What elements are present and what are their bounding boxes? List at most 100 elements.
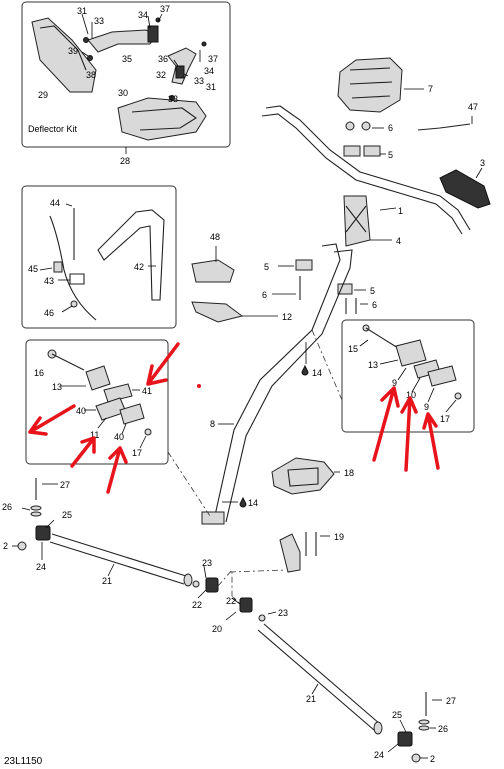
callout-5a: 5 bbox=[388, 150, 393, 160]
callout-37b: 37 bbox=[208, 54, 218, 64]
red-arrow-9a bbox=[372, 386, 400, 462]
joint-22b bbox=[239, 597, 253, 613]
column-8-left bbox=[213, 243, 341, 521]
leader-3 bbox=[475, 167, 483, 179]
red-arrow-9b bbox=[422, 412, 440, 470]
tie-rod-right: 21 27 25 26 24 2 bbox=[257, 623, 456, 764]
clamp-5b bbox=[363, 145, 381, 157]
center-joints: 23 22 20 22 23 bbox=[192, 558, 288, 634]
riser-4-cross bbox=[345, 205, 367, 233]
leader-32 bbox=[183, 73, 189, 77]
bushing-41 bbox=[103, 383, 133, 403]
callout-33a: 33 bbox=[94, 16, 104, 26]
callout-42: 42 bbox=[134, 262, 144, 272]
callout-14b: 14 bbox=[248, 498, 258, 508]
washer-26b-1 bbox=[418, 719, 430, 725]
callout-20: 20 bbox=[212, 624, 222, 634]
plate-18-detail bbox=[287, 467, 319, 487]
nut-2a bbox=[17, 541, 27, 551]
leader-26a bbox=[21, 507, 31, 511]
connector-bracket bbox=[229, 569, 287, 573]
bolt-15-shank bbox=[365, 327, 399, 349]
connector-left-box bbox=[167, 451, 211, 517]
bushing-9b bbox=[427, 365, 457, 387]
callout-41: 41 bbox=[142, 386, 152, 396]
clamp-5c bbox=[337, 283, 353, 295]
callout-45: 45 bbox=[28, 264, 38, 274]
callout-13a: 13 bbox=[52, 382, 62, 392]
callout-44: 44 bbox=[50, 198, 60, 208]
leader-22b bbox=[231, 597, 241, 605]
nut-17a bbox=[144, 428, 152, 436]
red-dot bbox=[197, 384, 201, 388]
callout-19: 19 bbox=[334, 532, 344, 542]
leader-37a bbox=[157, 13, 163, 23]
deflector-kit-label: Deflector Kit bbox=[28, 124, 78, 134]
callout-22a: 22 bbox=[192, 600, 202, 610]
callout-3: 3 bbox=[480, 158, 485, 168]
callout-43: 43 bbox=[44, 276, 54, 286]
rod-21a bbox=[49, 533, 187, 585]
rod-21b bbox=[257, 623, 381, 731]
column-8-right bbox=[225, 249, 353, 523]
callout-46: 46 bbox=[44, 308, 54, 318]
callout-11: 11 bbox=[90, 430, 99, 440]
leader-34a bbox=[147, 15, 151, 29]
callout-9a: 9 bbox=[392, 378, 397, 388]
callout-29: 29 bbox=[38, 90, 48, 100]
spacer-45 bbox=[53, 261, 63, 273]
callout-10: 10 bbox=[406, 390, 416, 400]
leader-24b bbox=[387, 743, 399, 753]
bolt-6a bbox=[345, 121, 355, 131]
red-arrow-11 bbox=[70, 436, 96, 468]
clamp-43 bbox=[69, 273, 85, 285]
leader-39 bbox=[81, 51, 89, 57]
riser-4: 4 bbox=[343, 195, 401, 247]
pad-7-ribs bbox=[349, 67, 393, 99]
leader-22a bbox=[197, 589, 207, 599]
red-arrow-41 bbox=[146, 342, 180, 386]
callout-28: 28 bbox=[120, 156, 130, 166]
leader-21a bbox=[107, 563, 115, 577]
leader-11 bbox=[97, 417, 107, 429]
callout-17a: 17 bbox=[132, 448, 142, 458]
callout-37a: 37 bbox=[160, 4, 170, 14]
leader-9b bbox=[427, 387, 435, 403]
nut-33c bbox=[169, 95, 175, 101]
left-bushing-box: 16 13 40 11 40 41 17 bbox=[25, 339, 169, 465]
red-arrow-10 bbox=[400, 396, 418, 472]
callout-9b: 9 bbox=[424, 402, 429, 412]
leader-23b bbox=[267, 611, 277, 615]
part-18: 18 bbox=[271, 457, 354, 495]
steering-column-8: 8 14 14 bbox=[197, 243, 353, 525]
callout-6c: 6 bbox=[372, 300, 377, 310]
screw-37b bbox=[201, 41, 207, 47]
callout-39: 39 bbox=[68, 46, 78, 56]
washer-26a-2 bbox=[30, 511, 42, 517]
callout-4: 4 bbox=[396, 236, 401, 246]
bolt-6b bbox=[361, 121, 371, 131]
callout-21b: 21 bbox=[306, 694, 316, 704]
callout-33c: 33 bbox=[168, 94, 178, 104]
callout-18: 18 bbox=[344, 468, 354, 478]
cover-48 bbox=[191, 259, 235, 283]
washer-26a-1 bbox=[30, 505, 42, 511]
joint-22a bbox=[205, 577, 219, 593]
callout-40b: 40 bbox=[114, 432, 124, 442]
bushing-40b bbox=[119, 403, 145, 425]
handlebar-1: 1 bbox=[261, 105, 471, 235]
rod-21a-end bbox=[183, 573, 193, 587]
block-13 bbox=[85, 365, 111, 391]
middle-clamps: 5 6 5 6 bbox=[262, 259, 377, 314]
leader-15 bbox=[359, 339, 369, 347]
callout-30: 30 bbox=[118, 88, 128, 98]
callout-2b: 2 bbox=[430, 754, 435, 764]
callout-31b: 31 bbox=[206, 82, 216, 92]
nut-33a bbox=[83, 37, 89, 43]
clamp-5a bbox=[343, 145, 361, 157]
bar-outline bbox=[49, 215, 97, 321]
callout-25b: 25 bbox=[392, 710, 402, 720]
callout-14a: 14 bbox=[312, 368, 322, 378]
callout-26a: 26 bbox=[2, 502, 12, 512]
bracket-35-shape bbox=[87, 29, 157, 53]
